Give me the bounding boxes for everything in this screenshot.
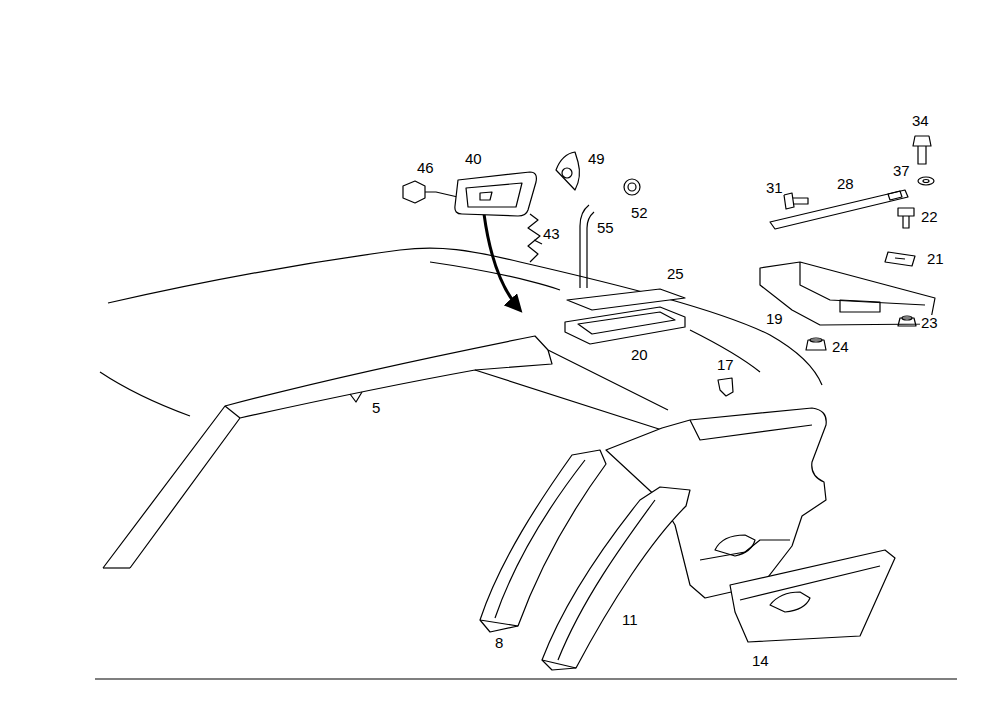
callout-number: 23	[920, 315, 939, 330]
callout-number: 22	[920, 209, 939, 224]
nut	[810, 338, 822, 342]
panel	[730, 550, 895, 642]
panel	[730, 550, 895, 642]
roof-frame	[103, 336, 668, 568]
clip	[403, 181, 462, 203]
callout-number: 17	[716, 357, 735, 372]
callout-number: 37	[892, 163, 911, 178]
callout-number: 5	[371, 400, 381, 415]
car-body-outline	[690, 330, 760, 372]
panel	[770, 592, 810, 612]
callout-number: 40	[464, 151, 483, 166]
bracket	[760, 262, 935, 325]
nut	[902, 316, 912, 320]
sunroof-parts	[565, 289, 685, 344]
cover	[556, 152, 579, 190]
callout-number: 25	[666, 266, 685, 281]
callout-number: 14	[751, 653, 770, 668]
spring-clip	[528, 214, 542, 262]
pillar	[542, 487, 690, 670]
callout-number: 21	[926, 251, 945, 266]
sunroof-parts	[578, 312, 675, 334]
callout-number: 24	[831, 339, 850, 354]
bolt	[898, 208, 914, 228]
callout-number: 49	[587, 151, 606, 166]
bracket	[840, 300, 880, 312]
spring-clip	[528, 214, 540, 262]
bolt	[903, 216, 909, 228]
callout-number: 8	[494, 635, 504, 650]
car-body-outline	[100, 248, 822, 416]
bolt	[784, 193, 808, 209]
bracket	[800, 262, 925, 305]
hose	[580, 205, 589, 288]
pillar	[542, 487, 690, 668]
assembly-arrow	[484, 214, 520, 310]
strap	[888, 191, 902, 200]
bracket	[760, 262, 935, 325]
roof-frame	[350, 392, 362, 402]
roof-frame	[225, 406, 240, 418]
clip	[403, 181, 425, 203]
washer	[918, 177, 934, 185]
panel	[740, 566, 880, 600]
washer	[918, 177, 934, 185]
washer	[923, 180, 929, 183]
strap	[770, 190, 908, 229]
callout-number: 43	[542, 226, 561, 241]
spring-clip	[534, 240, 542, 244]
callout-number: 28	[836, 176, 855, 191]
sunroof-parts	[565, 307, 685, 344]
bolt	[913, 136, 931, 146]
car-body-outline	[108, 248, 822, 385]
bolt	[913, 136, 931, 164]
roof-frame	[475, 350, 552, 370]
clip-nut	[885, 252, 915, 266]
car-body-outline	[100, 372, 190, 416]
roof-frame	[103, 567, 130, 568]
pillar	[558, 500, 655, 660]
grommet	[628, 183, 636, 191]
pillar	[542, 660, 576, 670]
sunroof-parts	[567, 289, 685, 310]
grommet	[624, 179, 640, 195]
nut	[898, 318, 916, 326]
strap	[770, 190, 908, 229]
quarter-panel	[700, 540, 790, 560]
hose	[587, 212, 594, 288]
pillar	[495, 460, 585, 618]
bolt	[918, 146, 926, 164]
callout-number: 55	[596, 220, 615, 235]
callout-number: 19	[765, 311, 784, 326]
handle	[455, 172, 537, 216]
bottom-rule	[95, 678, 957, 679]
quarter-panel	[715, 535, 755, 556]
callout-number: 31	[765, 180, 784, 195]
nut	[806, 338, 826, 350]
callout-number: 20	[630, 347, 649, 362]
cover	[556, 152, 579, 190]
quarter-panel	[690, 420, 812, 440]
cover	[562, 168, 572, 178]
hose	[580, 205, 594, 288]
callout-number: 52	[630, 205, 649, 220]
grommet	[624, 179, 640, 195]
roof-frame	[103, 336, 668, 568]
callout-number: 46	[416, 160, 435, 175]
handle	[455, 172, 537, 216]
handle	[480, 192, 492, 200]
callout-number: 11	[621, 612, 639, 627]
callout-number: 34	[911, 113, 930, 128]
clip	[718, 378, 733, 396]
nut	[898, 316, 916, 326]
bolt	[793, 198, 808, 204]
bolt	[784, 193, 794, 209]
handle	[466, 183, 522, 207]
pillar	[480, 620, 518, 632]
bolt	[898, 208, 914, 216]
